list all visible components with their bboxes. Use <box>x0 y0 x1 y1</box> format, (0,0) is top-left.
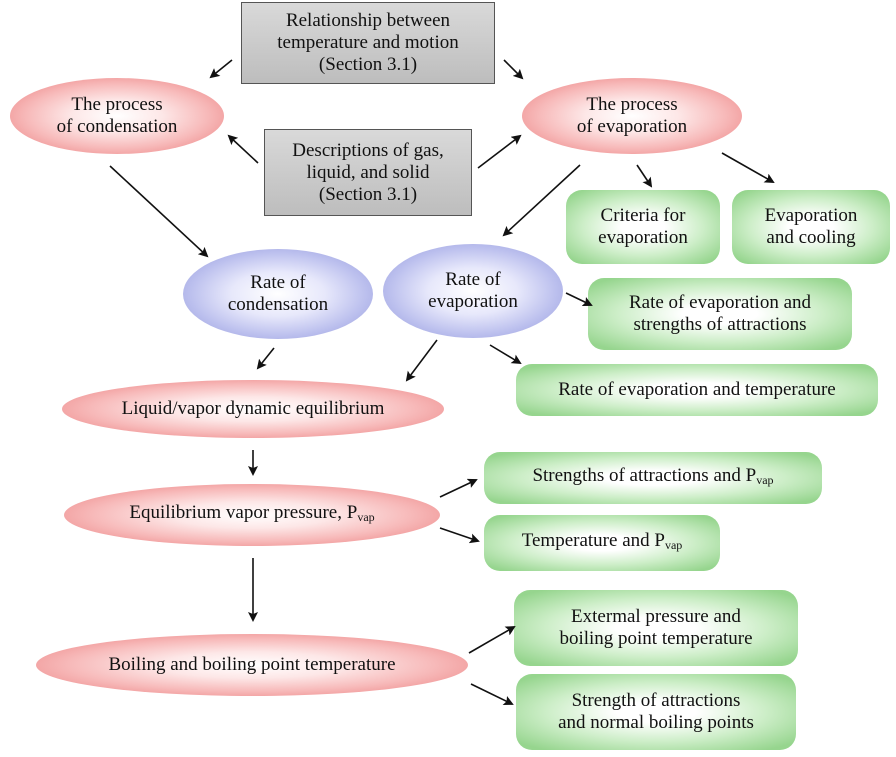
criteria-line-2: evaporation <box>598 227 688 248</box>
evaporation-line-2: of evaporation <box>576 116 688 137</box>
relationship-line-3: (Section 3.1) <box>318 54 418 75</box>
evaporation-cooling-line-1: Evaporation <box>764 205 858 226</box>
arrow-evaporation-to-cooling <box>721 152 775 183</box>
strength-boiling-line-1: Strength of attractions <box>571 690 741 711</box>
arrow-evaporation-to-rate <box>502 164 581 237</box>
descriptions-box: Descriptions of gas, liquid, and solid (… <box>264 129 472 216</box>
arrow-rate-evap-to-temperature <box>489 344 522 365</box>
attractions-pvap-text: Strengths of attractions and P <box>532 465 757 486</box>
temperature-pvap-label: Temperature and Pvap <box>522 530 683 556</box>
rate-temperature-label: Rate of evaporation and temperature <box>558 379 836 400</box>
vapor-pressure-label: Equilibrium vapor pressure, Pvap <box>129 502 374 528</box>
condensation-line-2: of condensation <box>56 116 178 137</box>
attractions-pvap-box: Strengths of attractions and Pvap <box>484 452 822 504</box>
equilibrium-label: Liquid/vapor dynamic equilibrium <box>121 398 385 419</box>
relationship-line-1: Relationship between <box>285 10 451 31</box>
evaporation-cooling-box: Evaporation and cooling <box>732 190 890 264</box>
vapor-pressure-sub: vap <box>357 510 375 524</box>
temperature-pvap-text: Temperature and P <box>521 530 665 551</box>
rate-temperature-box: Rate of evaporation and temperature <box>516 364 878 416</box>
equilibrium-node: Liquid/vapor dynamic equilibrium <box>62 380 444 438</box>
rate-evaporation-line-1: Rate of <box>445 269 501 290</box>
arrow-rate-cond-to-equilibrium <box>256 347 275 370</box>
attractions-pvap-label: Strengths of attractions and Pvap <box>532 465 773 491</box>
arrow-relationship-to-evaporation <box>503 59 524 80</box>
rate-condensation-line-2: condensation <box>227 294 329 315</box>
arrow-rate-evap-to-attractions <box>565 292 593 307</box>
condensation-process-node: The process of condensation <box>10 78 224 154</box>
arrow-descriptions-to-evaporation <box>477 134 522 169</box>
temperature-pvap-sub: vap <box>664 538 683 552</box>
arrow-vapor-to-temperature <box>439 527 480 544</box>
boiling-node: Boiling and boiling point temperature <box>36 634 468 696</box>
rate-evaporation-node: Rate of evaporation <box>383 244 563 338</box>
vapor-pressure-node: Equilibrium vapor pressure, Pvap <box>64 484 440 546</box>
criteria-line-1: Criteria for <box>600 205 686 226</box>
descriptions-line-3: (Section 3.1) <box>318 183 418 205</box>
criteria-box: Criteria for evaporation <box>566 190 720 264</box>
strength-boiling-line-2: and normal boiling points <box>558 712 754 733</box>
external-pressure-box: Extermal pressure and boiling point temp… <box>514 590 798 666</box>
arrow-descriptions-to-condensation <box>227 134 259 164</box>
evaporation-line-1: The process <box>586 94 678 115</box>
arrow-evaporation-to-criteria <box>636 164 653 188</box>
arrow-relationship-to-condensation <box>209 59 233 79</box>
relationship-line-2: temperature and motion <box>277 32 459 53</box>
rate-condensation-line-1: Rate of <box>250 272 306 293</box>
arrow-vapor-to-attractions <box>439 478 478 498</box>
rate-evaporation-line-2: evaporation <box>428 291 518 312</box>
descriptions-line-2: liquid, and solid <box>306 161 430 183</box>
arrow-boiling-to-strength <box>470 683 514 705</box>
evaporation-process-node: The process of evaporation <box>522 78 742 154</box>
evaporation-cooling-line-2: and cooling <box>766 227 856 248</box>
condensation-line-1: The process <box>71 94 163 115</box>
arrow-boiling-to-external <box>468 625 516 654</box>
rate-attractions-box: Rate of evaporation and strengths of att… <box>588 278 852 350</box>
rate-condensation-node: Rate of condensation <box>183 249 373 339</box>
external-pressure-line-2: boiling point temperature <box>559 628 753 649</box>
arrow-rate-evap-to-equilibrium <box>405 339 438 382</box>
temperature-pvap-box: Temperature and Pvap <box>484 515 720 571</box>
arrow-condensation-to-rate <box>109 165 209 258</box>
attractions-pvap-sub: vap <box>756 473 774 487</box>
strength-boiling-box: Strength of attractions and normal boili… <box>516 674 796 750</box>
relationship-box: Relationship between temperature and mot… <box>241 2 495 84</box>
boiling-label: Boiling and boiling point temperature <box>108 654 396 675</box>
rate-attractions-line-1: Rate of evaporation and <box>628 292 811 313</box>
rate-attractions-line-2: strengths of attractions <box>633 314 807 335</box>
external-pressure-line-1: Extermal pressure and <box>571 606 741 627</box>
vapor-pressure-text: Equilibrium vapor pressure, P <box>129 502 358 523</box>
descriptions-line-1: Descriptions of gas, <box>292 139 444 161</box>
